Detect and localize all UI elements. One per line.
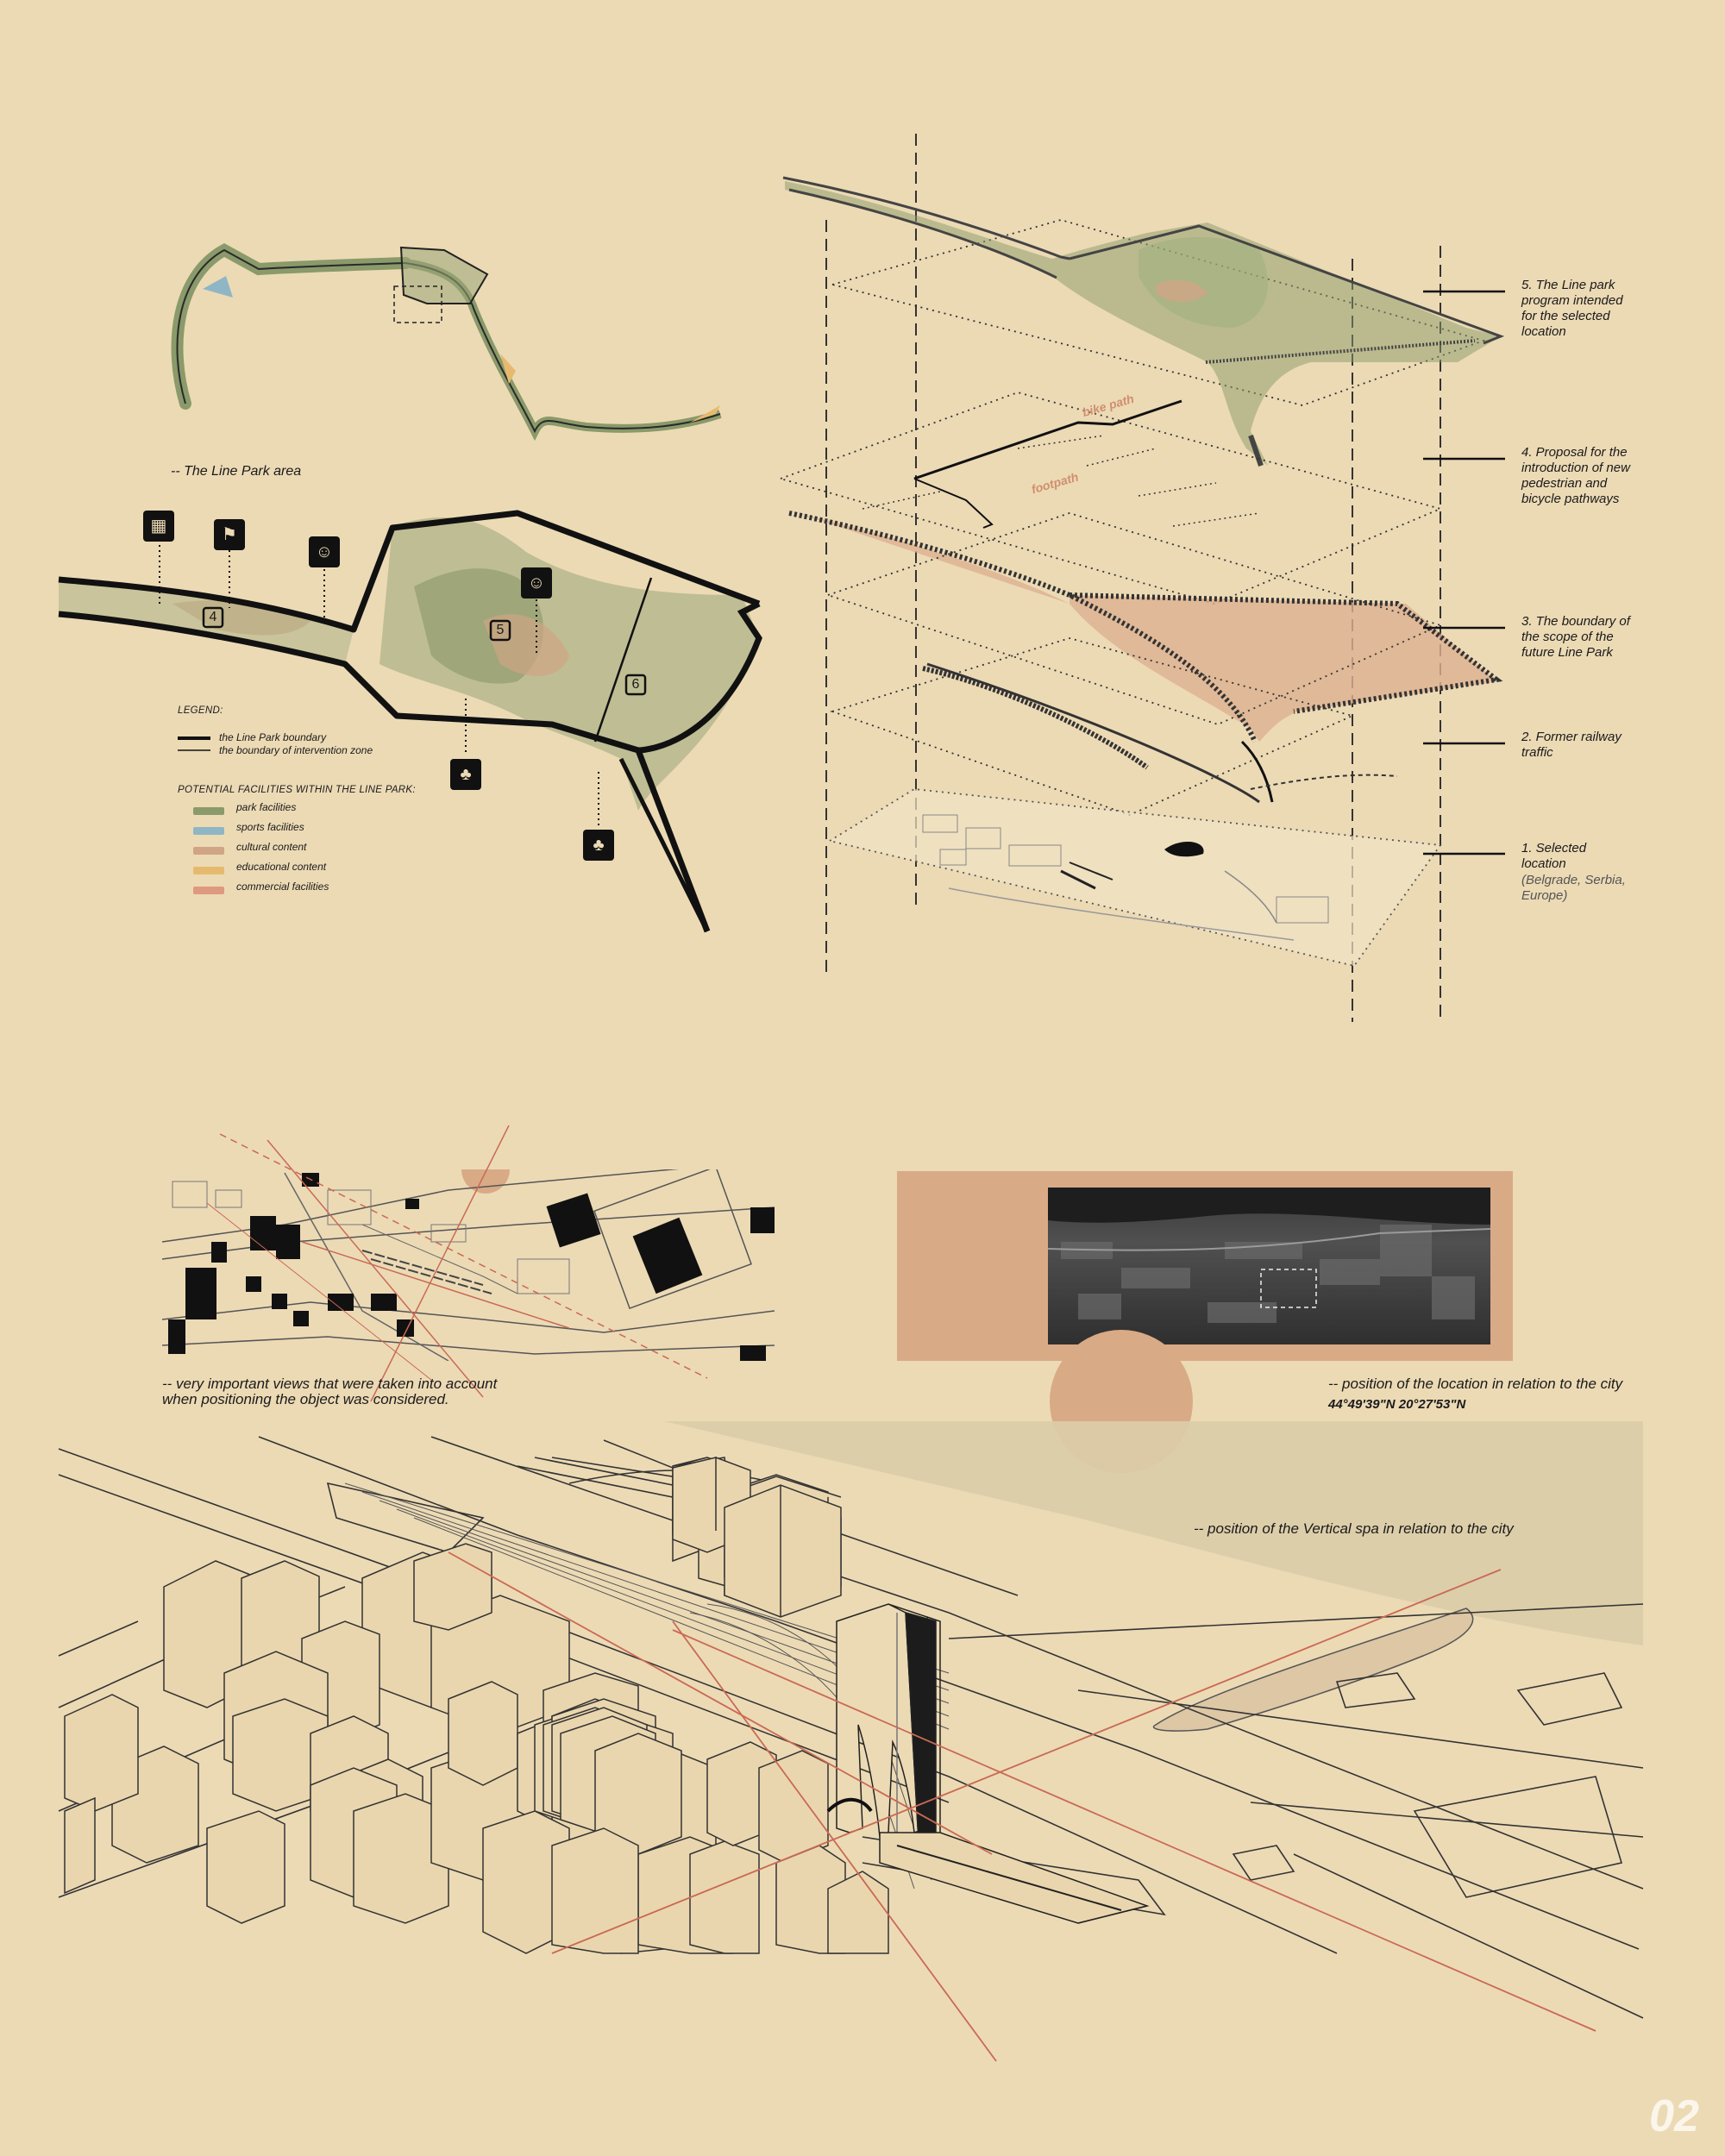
swatch-commercial [193,887,224,894]
legend-intervention: the boundary of intervention zone [219,744,373,756]
legend-item-park: park facilities [236,801,297,813]
facility-icon-park-tree-1: ♣ [450,759,481,790]
caption-vertical-spa: -- position of the Vertical spa in relat… [1194,1520,1514,1537]
swatch-park [193,807,224,815]
page-number: 02 [1649,2091,1699,2141]
legend-boundary: the Line Park boundary [219,731,327,743]
layer-5-label: 5. The Line park program intended for th… [1521,278,1623,339]
swatch-educational [193,867,224,874]
caption-line-park-area: -- The Line Park area [171,464,302,479]
swatch-cultural [193,847,224,855]
swatch-sports [193,827,224,835]
layer-2-label: 2. Former railway traffic [1521,730,1622,760]
facility-icon-park-tree-2: ♣ [583,830,614,861]
facility-icon-culture-left: ☺ [309,536,340,567]
layer-4-label: 4. Proposal for the introduction of new … [1521,445,1630,506]
zone-label-5: 5 [496,623,505,637]
zone-label-6: 6 [631,677,640,692]
layer-3-label: 3. The boundary of the scope of the futu… [1521,614,1630,660]
facility-icon-education: ▦ [143,511,174,542]
coordinates: 44°49'39"N 20°27'53"N [1328,1397,1466,1412]
legend-item-sports: sports facilities [236,821,304,833]
caption-important-views: -- very important views that were taken … [162,1376,498,1407]
layer-1-sublabel: (Belgrade, Serbia, Europe) [1521,873,1626,903]
legend-item-educational: educational content [236,861,327,873]
legend-item-cultural: cultural content [236,841,307,853]
legend-item-commercial: commercial facilities [236,881,329,893]
layer-1-label: 1. Selected location [1521,841,1587,871]
zone-label-4: 4 [209,610,217,624]
facility-icon-culture-zone5: ☺ [521,567,552,599]
facility-icon-sport: ⚑ [214,519,245,550]
legend-title: LEGEND: [178,705,223,716]
caption-location-city: -- position of the location in relation … [1328,1376,1623,1392]
legend-facilities-title: POTENTIAL FACILITIES WITHIN THE LINE PAR… [178,785,416,795]
